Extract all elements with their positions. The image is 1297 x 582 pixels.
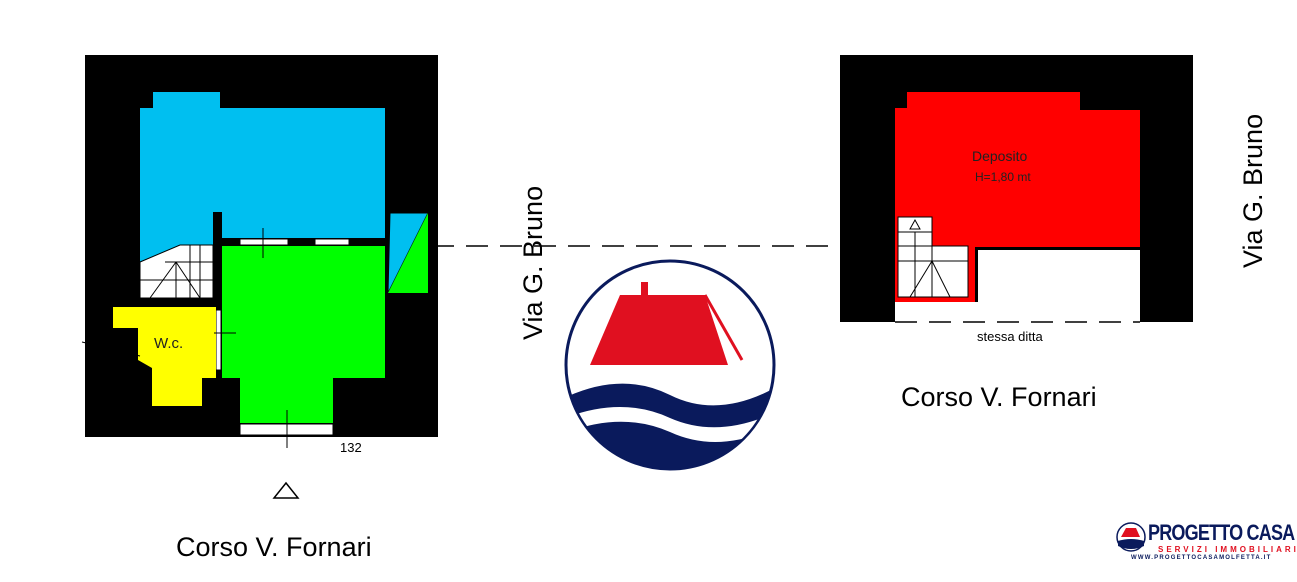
left-stair-steps [140,245,213,299]
street-label-vertical-center: Via G. Bruno [518,185,548,340]
brand-name: PROGETTO CASA [1148,520,1295,545]
door [215,309,222,371]
brand-logo-icon [1116,522,1146,552]
neighbor-area [978,250,1140,322]
window [314,238,350,246]
wc-label: W.c. [154,335,184,352]
brand-website: WWW.PROGETTOCASAMOLFETTA.IT [1131,555,1272,561]
street-label-left: Corso V. Fornari [176,532,372,562]
dimension-label: 132 [340,440,362,455]
small-green-room [388,213,428,293]
room-label-deposito: Deposito [972,148,1028,164]
right-stair [897,216,969,298]
wc-room [113,307,216,406]
street-label-vertical-right: Via G. Bruno [1238,113,1268,268]
brand-tagline: SERVIZI IMMOBILIARI [1158,545,1297,554]
neighbor-label: stessa ditta [977,329,1043,344]
north-triangle-icon [272,481,300,499]
room-height-label: H=1,80 mt [975,170,1031,184]
axis-marks [81,228,288,448]
street-label-right: Corso V. Fornari [901,382,1097,412]
section-lines [432,245,1140,323]
window [239,238,289,246]
green-room [222,246,385,423]
company-logo-emblem [564,259,776,471]
brand-logo: PROGETTO CASA SERVIZI IMMOBILIARI WWW.PR… [1116,520,1296,570]
blue-room [140,92,385,262]
